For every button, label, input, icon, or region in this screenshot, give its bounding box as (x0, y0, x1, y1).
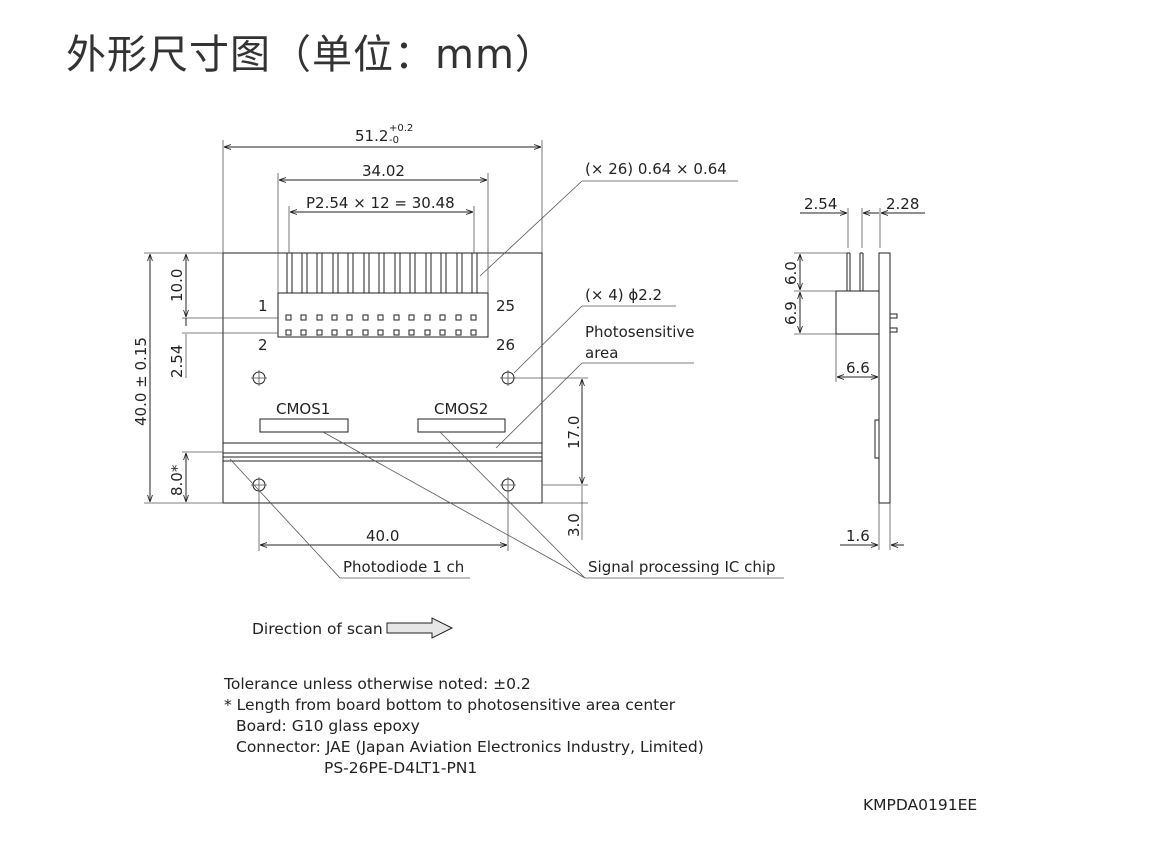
cmos1-chip (259, 418, 349, 433)
side-dim-254-value: 2.54 (804, 195, 837, 213)
scan-direction-label: Direction of scan (252, 620, 383, 638)
side-board (878, 252, 891, 504)
side-dim-left: 6.0 6.9 (782, 252, 847, 335)
notes: Tolerance unless otherwise noted: ±0.2 *… (223, 675, 704, 777)
cmos2-label: CMOS2 (434, 400, 488, 418)
overall-width-tol-minus: -0 (389, 135, 399, 146)
hole-spacing-value: 40.0 (366, 527, 399, 545)
side-dim-66-value: 6.6 (846, 359, 870, 377)
hole-spec-label: (× 4) ϕ2.2 (585, 286, 662, 304)
cmos2-chip (417, 418, 506, 433)
side-dim-16: 1.6 (840, 503, 904, 550)
drawing-code: KMPDA0191EE (863, 796, 977, 814)
side-pins (846, 252, 898, 459)
connector-pins (286, 253, 478, 293)
scan-arrow-icon (386, 617, 454, 639)
overall-width-value: 51.2 (355, 127, 388, 145)
dim-17: 17.0 (513, 377, 588, 486)
side-dim-6-value: 6.0 (782, 261, 800, 285)
photosensitive-area-label: Photosensitive (585, 323, 694, 341)
pin-label-2: 2 (258, 336, 268, 354)
height-value: 40.0 ± 0.15 (132, 337, 150, 426)
dim-254-front: 2.54 (168, 318, 278, 378)
note-board: Board: G10 glass epoxy (236, 717, 420, 735)
side-view: 2.54 2.28 6.0 6.9 6.6 1.6 (782, 195, 925, 550)
note-tolerance: Tolerance unless otherwise noted: ±0.2 (223, 675, 531, 693)
scan-direction: Direction of scan (252, 617, 454, 639)
pitch-value: P2.54 × 12 = 30.48 (306, 194, 455, 212)
connector-width-value: 34.02 (362, 162, 405, 180)
side-dim-16-value: 1.6 (846, 527, 870, 545)
photosensitive-strip (223, 442, 542, 462)
side-connector-body (835, 290, 880, 335)
dim-hole-spacing: 40.0 (258, 492, 509, 551)
dim-overall-width: 51.2 +0.2 -0 (222, 123, 543, 253)
overall-width-tol-plus: +0.2 (389, 123, 413, 134)
dim-height: 40.0 ± 0.15 (132, 252, 223, 504)
pin-label-25: 25 (496, 297, 515, 315)
side-dim-66: 6.6 (835, 334, 878, 382)
signal-ic-label: Signal processing IC chip (588, 558, 776, 576)
cmos1-label: CMOS1 (276, 400, 330, 418)
page-title: 外形尺寸图（单位：mm） (66, 32, 556, 78)
note-connector-part: PS-26PE-D4LT1-PN1 (324, 759, 477, 777)
side-dim-228-value: 2.28 (886, 195, 919, 213)
front-view: 1 2 25 26 CMOS1 CMOS2 (132, 123, 784, 579)
note-connector: Connector: JAE (Japan Aviation Electroni… (236, 738, 704, 756)
pin-label-1: 1 (258, 297, 268, 315)
connector-housing (277, 292, 489, 338)
dim-8: 8.0* (168, 451, 223, 502)
dim-254-front-value: 2.54 (168, 345, 186, 378)
photodiode-label: Photodiode 1 ch (343, 558, 464, 576)
pin-label-26: 26 (496, 336, 515, 354)
side-dim-top: 2.54 2.28 (800, 195, 925, 248)
note-length: * Length from board bottom to photosensi… (224, 696, 676, 714)
dim-8-value: 8.0* (168, 464, 186, 496)
pin-dots (285, 314, 477, 336)
pin-size-label: (× 26) 0.64 × 0.64 (585, 160, 727, 178)
side-dim-69-value: 6.9 (782, 301, 800, 325)
dim-17-value: 17.0 (565, 416, 583, 449)
photosensitive-area-label-line2: area (585, 344, 618, 362)
dim-10-value: 10.0 (168, 269, 186, 302)
dim-10: 10.0 (168, 254, 278, 319)
dim-connector-width: 34.02 (277, 162, 489, 293)
dim-3-value: 3.0 (565, 513, 583, 537)
dim-pitch: P2.54 × 12 = 30.48 (288, 194, 475, 253)
dim-3: 3.0 (542, 486, 588, 540)
